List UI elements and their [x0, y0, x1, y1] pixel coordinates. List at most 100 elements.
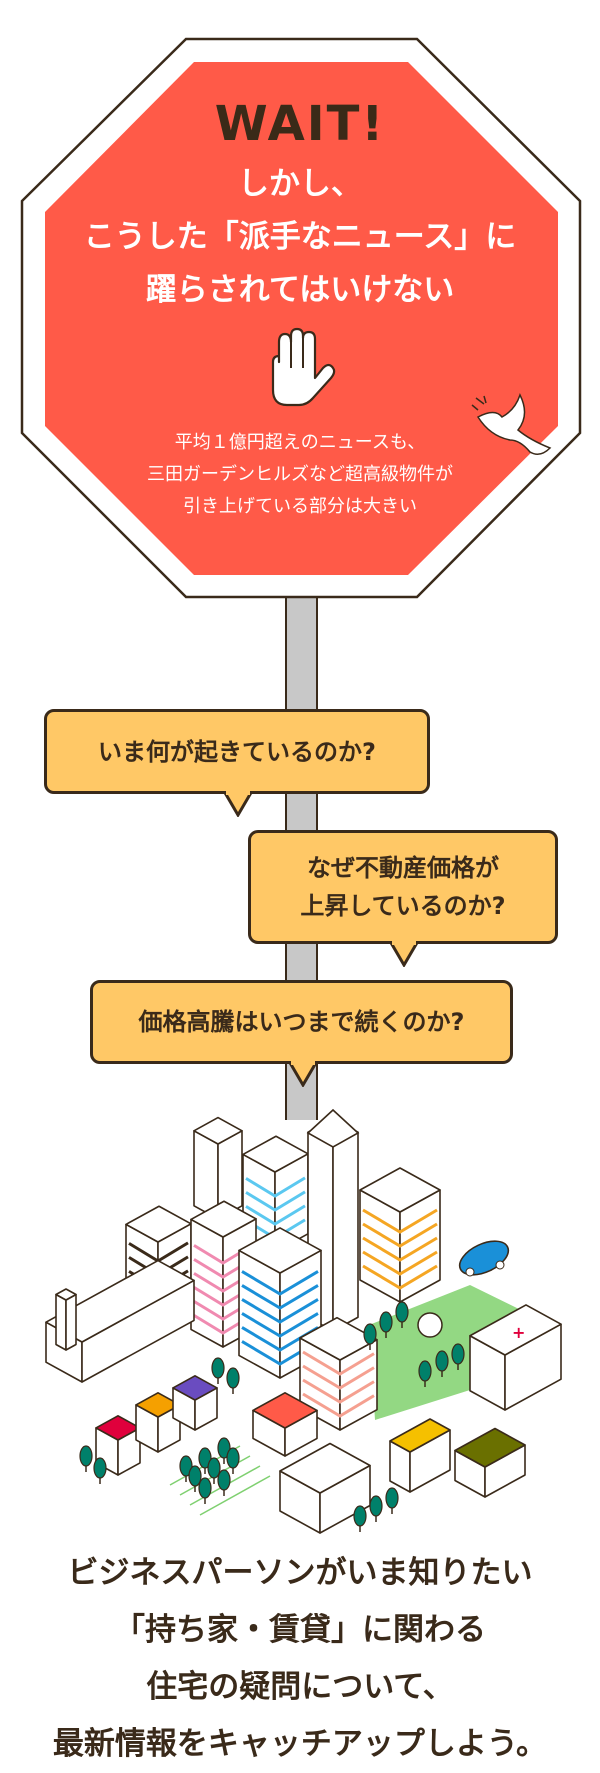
- building-roof: [252, 1391, 318, 1429]
- tree-icon: [198, 1447, 212, 1474]
- note-line: 引き上げている部分は大きい: [183, 496, 417, 517]
- tree-icon: [385, 1487, 399, 1514]
- factory: [454, 1427, 526, 1498]
- tree-crown: [363, 1323, 377, 1345]
- bubble-text: 価格高騰はいつまで続くのか?: [138, 1008, 465, 1036]
- tree-icon: [379, 1311, 393, 1338]
- building-stripe: [241, 1284, 319, 1310]
- tree-icon: [207, 1457, 221, 1484]
- tree-icon: [369, 1495, 383, 1522]
- copy-line: ビジネスパーソンがいま知りたい: [67, 1555, 533, 1591]
- bubble-text: いま何が起きているのか?: [98, 737, 376, 766]
- tree-crown: [353, 1505, 367, 1527]
- building-stripe: [362, 1250, 438, 1276]
- building-stripe: [362, 1264, 438, 1290]
- building-left-face: [190, 1218, 224, 1348]
- tree-icon: [451, 1343, 465, 1370]
- tree-crown: [198, 1447, 212, 1469]
- question-bubble-2: なぜ不動産価格が上昇しているのか?: [248, 830, 558, 944]
- building-stripe: [302, 1378, 375, 1404]
- tree-crown: [211, 1357, 225, 1379]
- sign-note: 平均１億円超えのニュースも、 三田ガーデンヒルズなど超高級物件が 引き上げている…: [0, 427, 600, 523]
- building-roof: [279, 1442, 371, 1494]
- hospital-cross-icon: +: [512, 1323, 525, 1342]
- city-illustration: +: [45, 1108, 562, 1534]
- tree-icon: [226, 1367, 240, 1394]
- building-right-face: [65, 1293, 77, 1351]
- building-stripe: [245, 1176, 306, 1198]
- tree-icon: [217, 1437, 231, 1464]
- tree-crown: [217, 1469, 231, 1491]
- tree-icon: [353, 1505, 367, 1532]
- car-wheel: [465, 1267, 475, 1277]
- building-left-face: [55, 1293, 67, 1351]
- purple-roof-house: [172, 1374, 218, 1431]
- tree-icon: [363, 1323, 377, 1350]
- building-stripe: [241, 1298, 319, 1324]
- school-building: [45, 1259, 195, 1383]
- note-line: 平均１億円超えのニュースも、: [174, 432, 426, 453]
- tree-crown: [179, 1455, 193, 1477]
- headline-line: こうした「派手なニュース」に: [83, 219, 517, 255]
- copy-line: 「持ち家・賃貸」に関わる: [114, 1612, 486, 1648]
- headline-line: 躍らされてはいけない: [145, 272, 455, 308]
- yellow-bus: [389, 1418, 451, 1493]
- building-roof: [389, 1418, 451, 1453]
- tree-crown: [451, 1343, 465, 1365]
- clock-tower: [55, 1288, 77, 1351]
- copy-line: 最新情報をキャッチアップしよう。: [52, 1726, 548, 1762]
- tree-crown: [198, 1477, 212, 1499]
- building-stripe: [241, 1270, 319, 1296]
- building-stripe: [362, 1236, 438, 1262]
- bottom-copy: ビジネスパーソンがいま知りたい 「持ち家・賃貸」に関わる 住宅の疑問について、 …: [0, 1545, 600, 1773]
- note-line: 三田ガーデンヒルズなど超高級物件が: [147, 464, 453, 485]
- field-row: [199, 1475, 271, 1516]
- building-stripe: [245, 1204, 306, 1226]
- building-stripe: [302, 1392, 375, 1418]
- tree-crown: [379, 1311, 393, 1333]
- tree-icon: [418, 1360, 432, 1387]
- tree-icon: [211, 1357, 225, 1384]
- building-roof: [95, 1414, 141, 1441]
- building-roof: [454, 1427, 526, 1468]
- bird-icon: [471, 393, 552, 455]
- building-roof: [359, 1167, 441, 1213]
- tree-crown: [385, 1487, 399, 1509]
- tree-crown: [369, 1495, 383, 1517]
- tree-icon: [179, 1455, 193, 1482]
- tree-crown: [226, 1367, 240, 1389]
- tree-crown: [79, 1445, 93, 1467]
- skyscraper-top: [306, 1108, 360, 1148]
- orange-stripe-building: [359, 1167, 441, 1303]
- tree-crown: [226, 1447, 240, 1469]
- tree-icon: [188, 1465, 202, 1492]
- stop-hand-icon: [271, 327, 336, 407]
- car-icon: [458, 1240, 510, 1277]
- tree-icon: [226, 1447, 240, 1474]
- tree-icon: [395, 1301, 409, 1328]
- car-wheel: [495, 1260, 505, 1270]
- bubble-text: 上昇しているのか?: [300, 892, 506, 920]
- tree-icon: [217, 1469, 231, 1496]
- question-bubble-1: いま何が起きているのか?: [44, 709, 430, 794]
- building-roof: [190, 1200, 257, 1238]
- building-stripe: [302, 1364, 375, 1390]
- tree-icon: [79, 1445, 93, 1472]
- sign-title: WAIT!: [214, 96, 386, 152]
- fountain-icon: [417, 1312, 443, 1338]
- building-stripe: [302, 1350, 375, 1376]
- tree-crown: [188, 1465, 202, 1487]
- red-roof-house: [95, 1414, 141, 1476]
- stop-sign: [20, 37, 582, 599]
- tree-icon: [435, 1350, 449, 1377]
- tree-icon: [198, 1477, 212, 1504]
- tree-icon: [93, 1457, 107, 1484]
- bottom-building: [279, 1442, 371, 1534]
- headline-line: しかし、: [238, 166, 362, 202]
- bubble-tail: [390, 941, 420, 967]
- building-roof: [125, 1205, 192, 1243]
- building-stripe: [245, 1190, 306, 1212]
- building-roof: [299, 1316, 378, 1361]
- tree-crown: [93, 1457, 107, 1479]
- sign-headline: しかし、 こうした「派手なニュース」に 躍らされてはいけない: [0, 158, 600, 317]
